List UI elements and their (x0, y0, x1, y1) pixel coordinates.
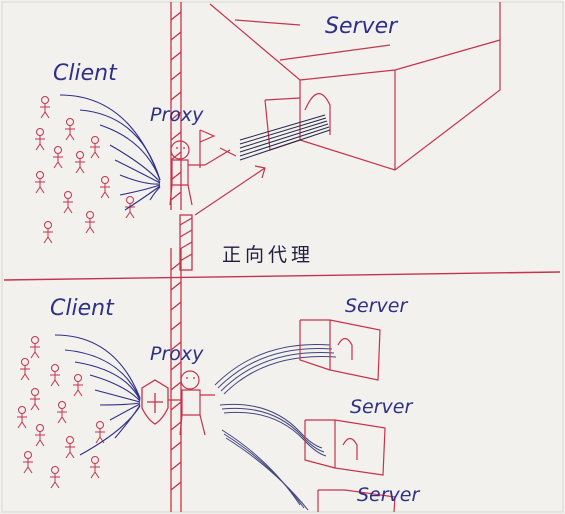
proxy-figure-top (169, 129, 266, 216)
server-label-bottom-2: Server (350, 396, 413, 418)
proxy-server-connections-bottom (214, 344, 337, 511)
shield-icon (141, 379, 169, 425)
client-connections-bottom (54, 334, 141, 456)
server-label-top: Server (325, 14, 398, 39)
server-box-bottom-1 (299, 319, 381, 381)
server-box-top (209, 2, 501, 171)
client-label-bottom: Client (50, 296, 114, 321)
client-connections-top (59, 94, 161, 211)
forward-proxy-title: 正向代理 (222, 244, 315, 266)
server-label-bottom-3: Server (357, 484, 420, 506)
clients-bottom (17, 336, 105, 489)
server-label-bottom-1: Server (345, 295, 408, 317)
proxy-server-connection-top (239, 114, 331, 161)
server-box-bottom-2 (304, 419, 386, 476)
network-wall (170, 2, 193, 512)
proxy-figure-bottom (168, 370, 215, 436)
server-box-bottom-3 (317, 489, 396, 513)
proxy-label-top: Proxy (150, 104, 204, 126)
clients-top (35, 96, 135, 244)
client-label-top: Client (53, 61, 117, 86)
section-divider (3, 271, 561, 281)
proxy-label-bottom: Proxy (150, 343, 204, 365)
